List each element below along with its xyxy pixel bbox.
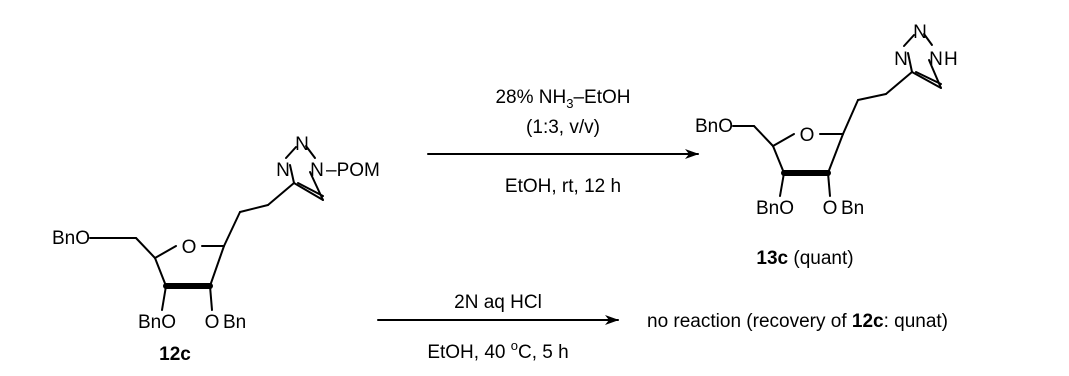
bno-3-position: BnO [756,198,794,219]
atom-n-3: N [894,49,908,70]
ring-oxygen: O [182,237,197,258]
reaction-1: 28% NH3–EtOH (1:3, v/v) EtOH, rt, 12 h [427,87,699,197]
conditions-1: EtOH, rt, 12 h [505,176,621,197]
o-2-position: O [823,198,838,219]
bn-2-position: Bn [223,312,246,333]
compound-label-12c: 12c [159,344,191,365]
reagent-2: 2N aq HCl [454,292,542,313]
ring-oxygen: O [800,125,815,146]
furanose-ring-12c [154,245,225,289]
bno-3-position: BnO [138,312,176,333]
pom-group: –POM [326,160,380,181]
reagent-line-2: (1:3, v/v) [526,117,600,138]
nh-hydrogen: H [944,49,958,70]
reagent-line-1: 28% NH3–EtOH [495,87,630,111]
bno-5-position: BnO [52,228,90,249]
reaction-2-result: no reaction (recovery of 12c: qunat) [647,311,948,332]
atom-n-1: N [929,49,943,70]
compound-13c-structure: N N N H O BnO BnO O Bn 13c (quant) [695,22,958,269]
o-2-position: O [205,312,220,333]
compound-12c-structure: N N N –POM O BnO BnO O Bn 12c [52,134,380,365]
compound-label-13c: 13c (quant) [756,248,853,269]
reaction-2: 2N aq HCl EtOH, 40 oC, 5 h no reaction (… [377,292,948,363]
bn-2-position: Bn [841,198,864,219]
furanose-ring-13c [772,133,844,176]
atom-n-1: N [310,160,324,181]
triazole-ring-12c [285,145,324,201]
atom-n-3: N [276,160,290,181]
bno-5-position: BnO [695,116,733,137]
atom-n-2: N [913,22,927,43]
conditions-2: EtOH, 40 oC, 5 h [427,338,568,363]
atom-n-2: N [295,134,309,155]
triazole-ring-13c [903,33,942,89]
